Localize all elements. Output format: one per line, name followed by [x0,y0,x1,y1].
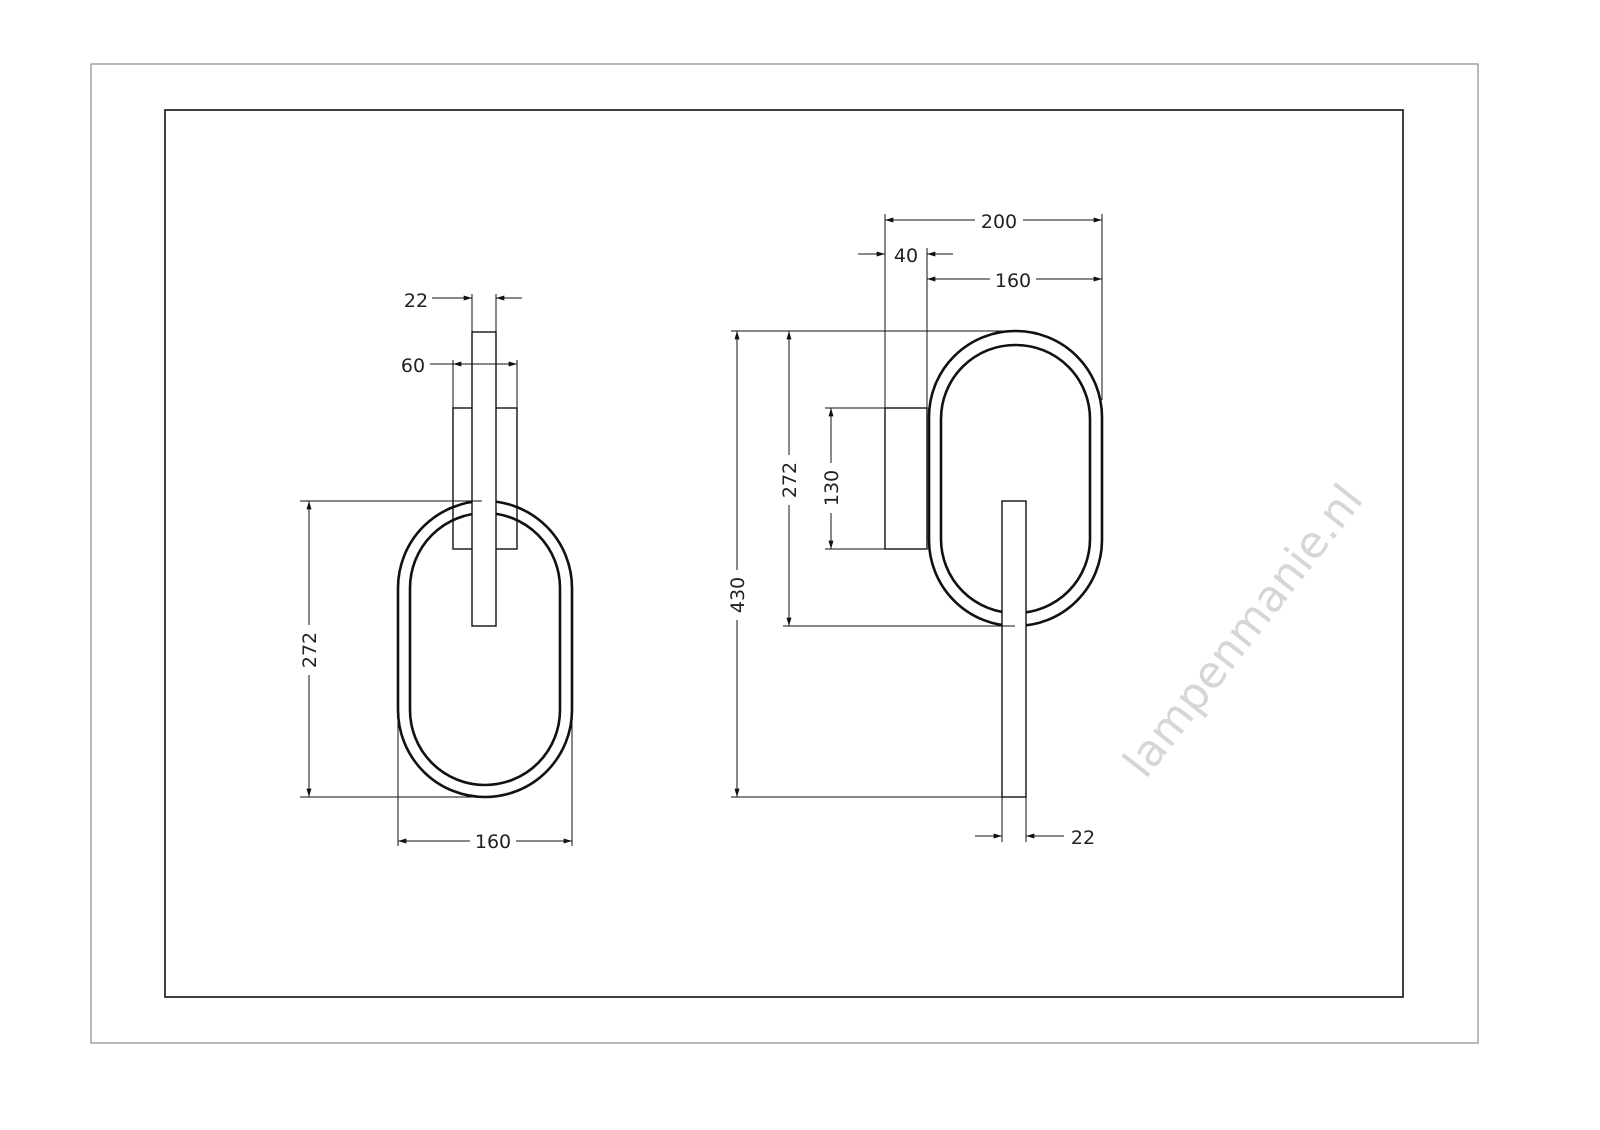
dim-side-ring-depth: 160 [995,270,1031,292]
watermark: lampenmanie.nl [1114,475,1373,787]
side-bar [1001,500,1027,798]
side-backplate [884,407,928,550]
dim-front-ring-width: 160 [475,831,511,853]
dim-side-total-height: 430 [727,577,749,613]
dim-side-bar-width: 22 [1071,827,1095,849]
outer-frame [90,63,1479,1044]
dim-side-total-depth: 200 [981,211,1017,233]
dim-side-ring-height: 272 [779,462,801,498]
dim-front-bar-width: 22 [404,290,428,312]
dim-front-backplate-width: 60 [401,355,425,377]
front-bar [471,331,497,627]
dim-side-backplate-depth: 40 [894,245,918,267]
front-view: 22 60 272 160 [299,290,574,853]
dim-front-ring-height: 272 [299,632,321,668]
inner-frame [164,109,1404,998]
side-view: 200 40 160 430 272 130 22 [727,211,1104,849]
dim-side-backplate-height: 130 [821,470,843,506]
